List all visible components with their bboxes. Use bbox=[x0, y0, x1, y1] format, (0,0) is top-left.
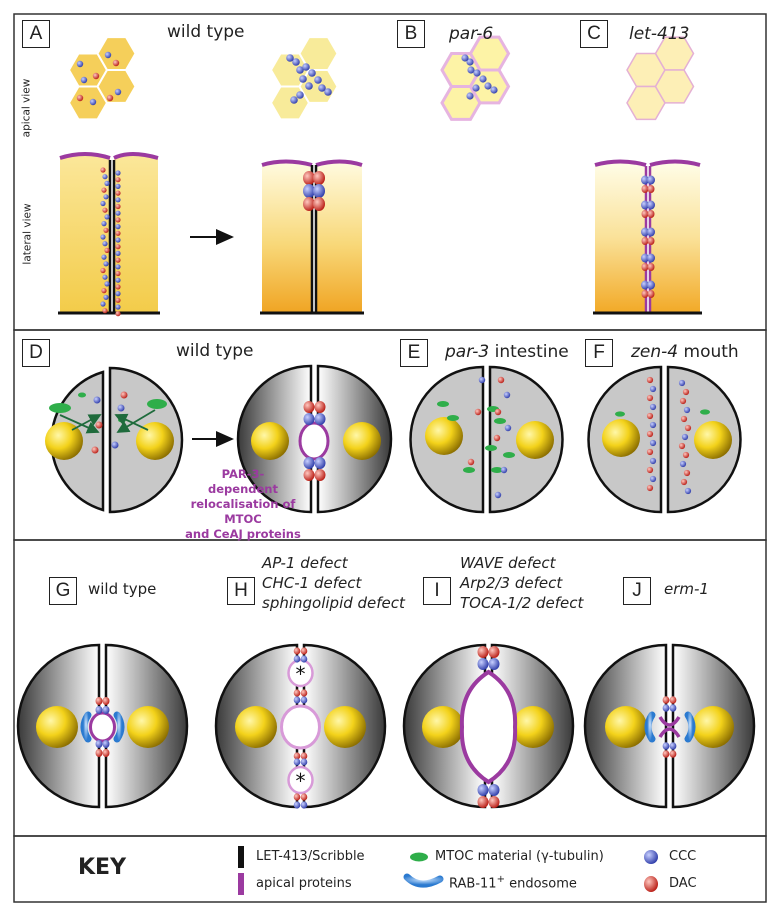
key-mtoc-swatch bbox=[410, 852, 428, 862]
lateral-view-wildtype-late bbox=[260, 159, 364, 315]
key-title: KEY bbox=[78, 855, 127, 880]
panel-letter-f: F bbox=[585, 339, 613, 367]
cell-pair-j-erm1 bbox=[583, 643, 756, 809]
note-line-4: and CeAJ proteins bbox=[185, 527, 301, 541]
key-apical-label: apical proteins bbox=[256, 876, 352, 891]
note-line-1: PAR-3- bbox=[221, 467, 265, 481]
panel-h-line-3: sphingolipid defect bbox=[262, 594, 405, 612]
panel-g-title: wild type bbox=[88, 580, 157, 598]
panel-h-line-2: CHC-1 defect bbox=[262, 574, 362, 592]
panel-e-title: par-3 intestine bbox=[445, 342, 569, 362]
key-let413-label: LET-413/Scribble bbox=[256, 849, 365, 864]
frame-key bbox=[13, 835, 767, 903]
note-line-3: relocalisation of MTOC bbox=[190, 497, 296, 526]
panel-e-title-rest: intestine bbox=[489, 342, 569, 362]
cell-pair-h-trafficking: * * bbox=[214, 643, 387, 809]
key-rab-sup: + bbox=[496, 874, 505, 885]
note-line-2: dependent bbox=[208, 482, 278, 496]
panel-a-title: wild type bbox=[167, 22, 245, 42]
key-mtoc-label: MTOC material (γ-tubulin) bbox=[435, 849, 604, 864]
svg-text:*: * bbox=[296, 662, 306, 686]
panel-i-line-3: TOCA-1/2 defect bbox=[460, 594, 584, 612]
key-rab-name: RAB-11 bbox=[449, 876, 497, 892]
panel-i-title: WAVE defect Arp2/3 defect TOCA-1/2 defec… bbox=[460, 553, 583, 613]
key-let413-swatch bbox=[238, 846, 244, 868]
cell-pair-f-zen4 bbox=[587, 365, 742, 514]
panel-i-line-2: Arp2/3 defect bbox=[460, 574, 563, 592]
cell-pair-e-par3 bbox=[409, 365, 564, 514]
panel-i-line-1: WAVE defect bbox=[460, 554, 556, 572]
apical-view-let413 bbox=[626, 36, 695, 121]
key-dac-swatch bbox=[644, 876, 658, 892]
panel-letter-g: G bbox=[49, 577, 77, 605]
panel-letter-b: B bbox=[397, 20, 425, 48]
panel-h-line-1: AP-1 defect bbox=[262, 554, 348, 572]
key-rab-suffix: endosome bbox=[504, 876, 577, 892]
panel-c-title: let-413 bbox=[629, 24, 690, 44]
lateral-view-let413 bbox=[593, 159, 702, 315]
key-rab-swatch bbox=[403, 873, 444, 888]
panel-j-title: erm-1 bbox=[664, 580, 709, 598]
panel-letter-h: H bbox=[227, 577, 255, 605]
cell-pair-d-wildtype bbox=[45, 366, 184, 514]
panel-b-title: par-6 bbox=[449, 24, 494, 44]
panel-e-title-italic: par-3 bbox=[445, 342, 490, 362]
apical-view-par6 bbox=[440, 35, 511, 121]
apical-view-wildtype-late bbox=[269, 36, 339, 121]
relocalisation-note: PAR-3- dependent relocalisation of MTOC … bbox=[176, 467, 310, 542]
cell-pair-i-actin bbox=[402, 643, 575, 809]
panel-letter-i: I bbox=[423, 577, 451, 605]
panel-letter-a: A bbox=[22, 20, 50, 48]
panel-d-title: wild type bbox=[176, 341, 254, 361]
panel-letter-d: D bbox=[22, 339, 50, 367]
apical-view-wildtype bbox=[67, 36, 137, 121]
panel-letter-c: C bbox=[580, 20, 608, 48]
panel-h-title: AP-1 defect CHC-1 defect sphingolipid de… bbox=[262, 553, 405, 613]
key-rab-label: RAB-11+ endosome bbox=[449, 874, 577, 891]
side-label-lateral: lateral view bbox=[21, 203, 34, 265]
key-apical-swatch bbox=[238, 873, 244, 895]
side-label-apical: apical view bbox=[20, 78, 33, 138]
panel-f-title: zen-4 mouth bbox=[631, 342, 739, 362]
key-dac-label: DAC bbox=[669, 876, 697, 891]
panel-letter-e: E bbox=[400, 339, 428, 367]
key-ccc-label: CCC bbox=[669, 849, 697, 864]
key-ccc-swatch bbox=[644, 850, 658, 864]
panel-f-title-rest: mouth bbox=[678, 342, 739, 362]
panel-letter-j: J bbox=[623, 577, 651, 605]
cell-pair-g-wildtype bbox=[16, 643, 189, 809]
cell-pair-d-wildtype-late bbox=[236, 364, 393, 514]
panel-f-title-italic: zen-4 bbox=[631, 342, 679, 362]
svg-text:*: * bbox=[296, 769, 306, 793]
lateral-view-wildtype bbox=[58, 152, 160, 317]
